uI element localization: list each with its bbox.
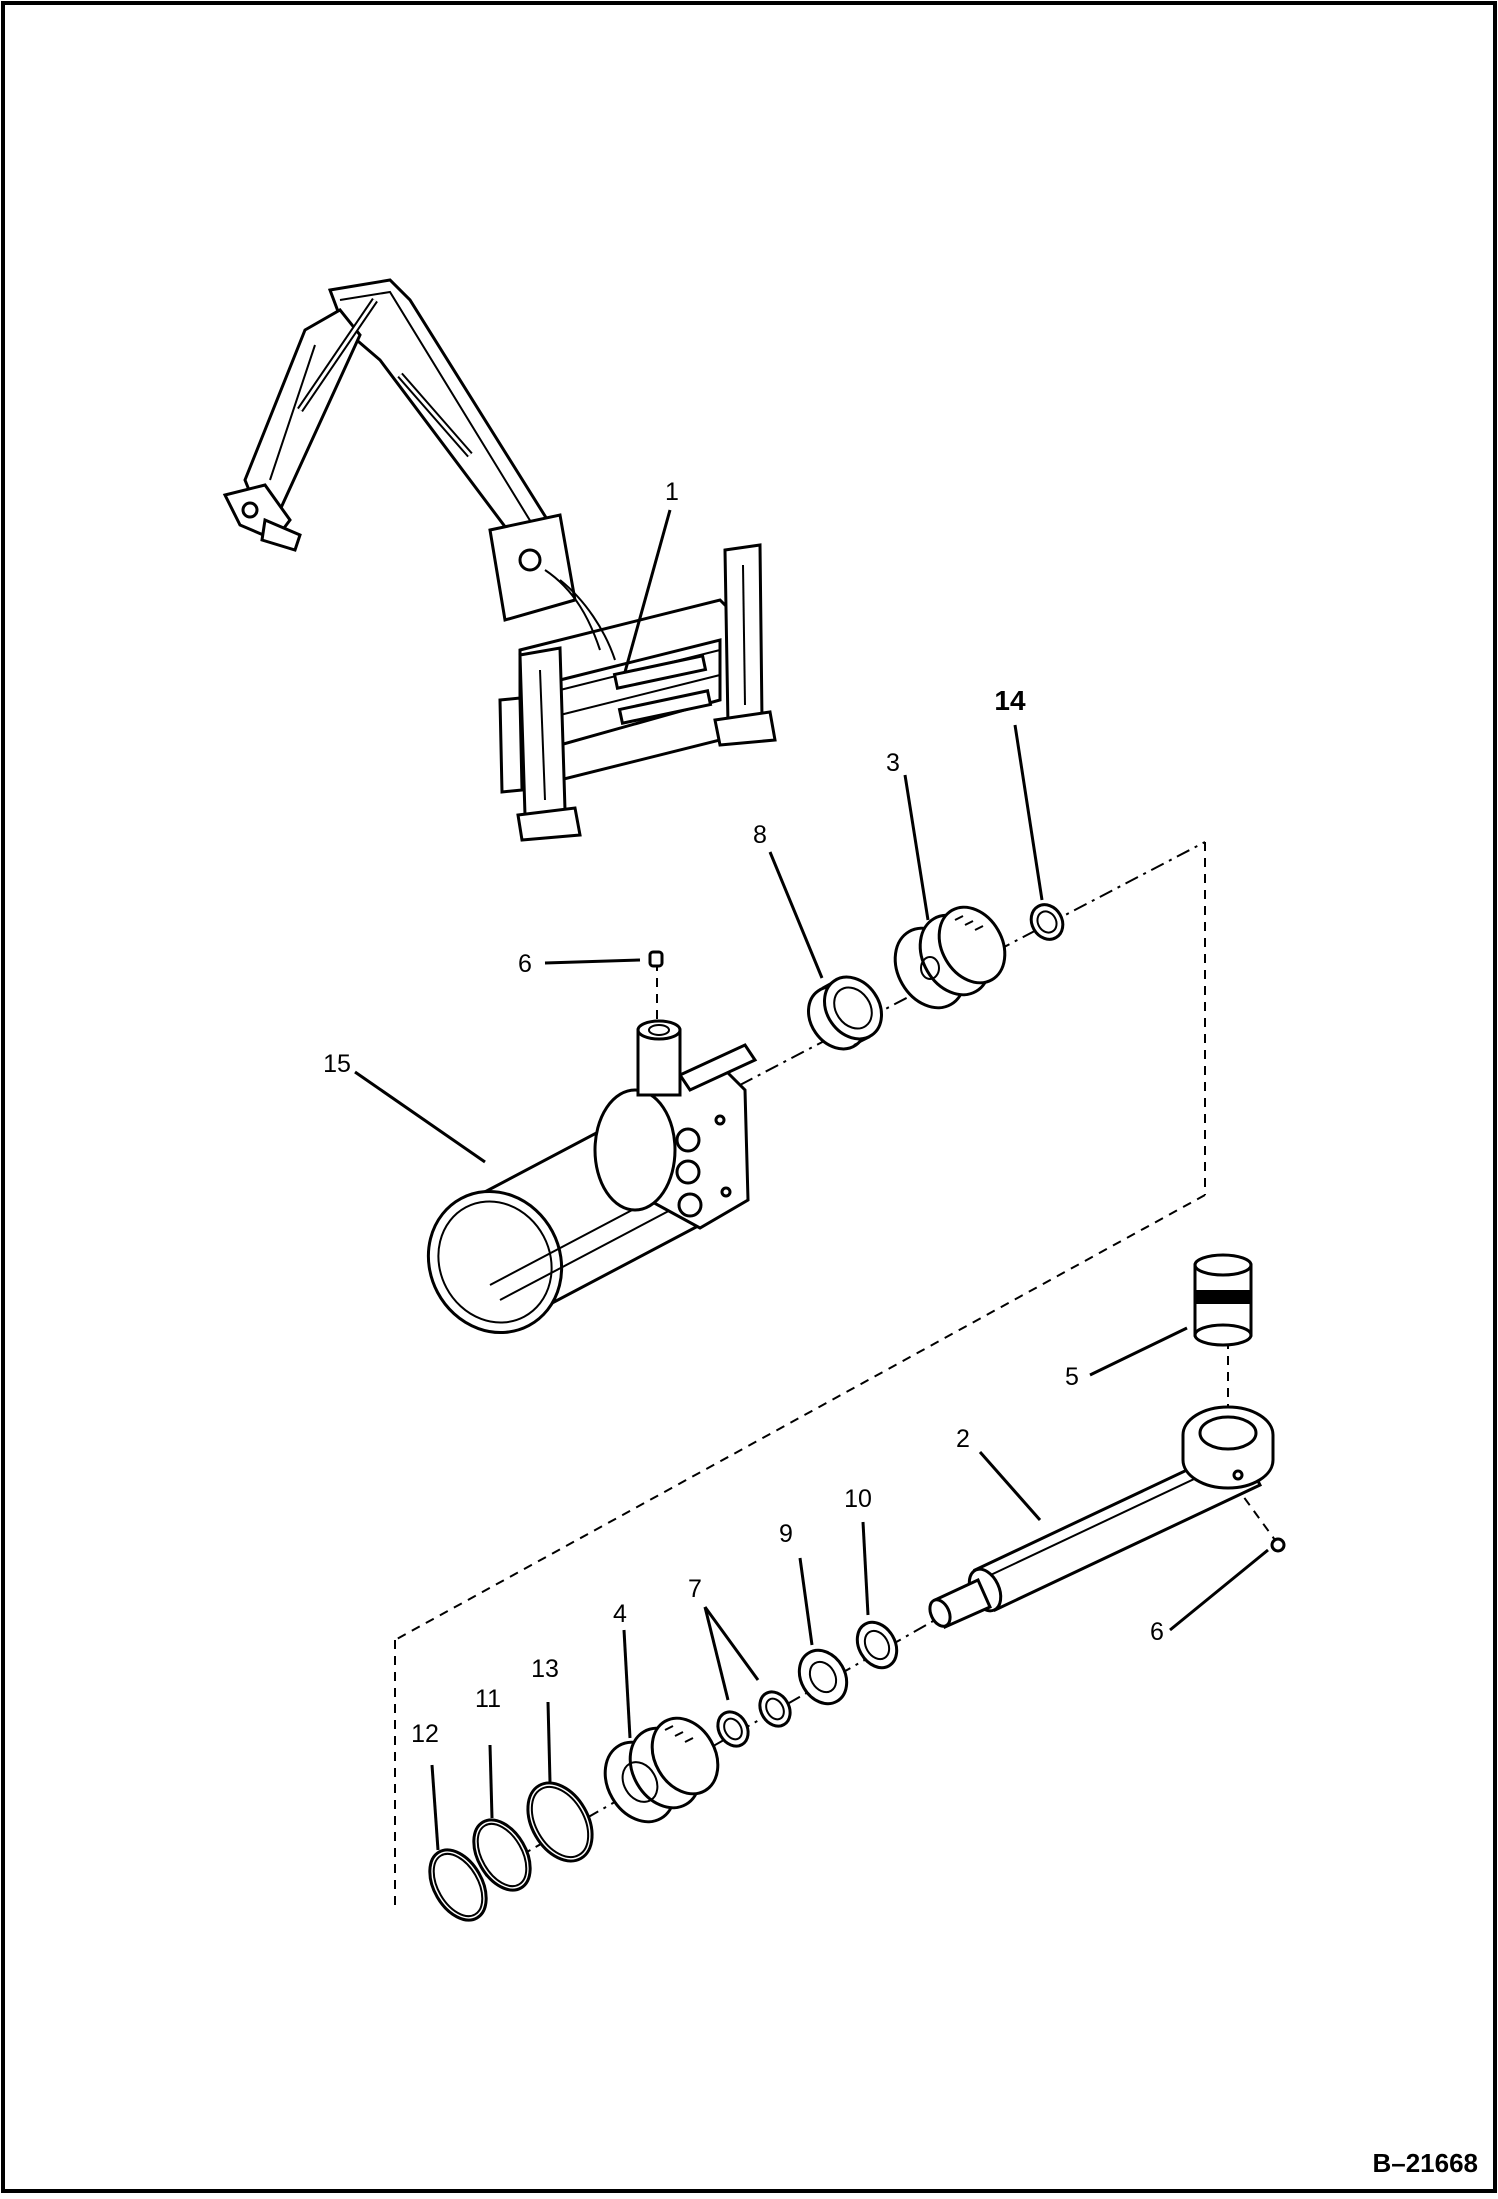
callout-11: 11 bbox=[475, 1685, 501, 1713]
callout-6-bottom: 6 bbox=[1150, 1618, 1164, 1646]
set-screw-bottom bbox=[1270, 1537, 1286, 1553]
pivot-bushing bbox=[1193, 1253, 1253, 1347]
cylinder-head bbox=[603, 1716, 720, 1824]
callout-15: 15 bbox=[323, 1050, 351, 1078]
wear-ring-14 bbox=[1029, 903, 1065, 941]
figure-reference-code: B–21668 bbox=[1372, 2148, 1478, 2178]
callout-5: 5 bbox=[1065, 1363, 1079, 1391]
cylinder-barrel bbox=[426, 1019, 758, 1335]
o-ring-12 bbox=[428, 1848, 488, 1922]
callout-10: 10 bbox=[844, 1485, 872, 1513]
piston-head bbox=[893, 905, 1007, 1010]
callout-1: 1 bbox=[665, 478, 679, 506]
wiper-seal-9 bbox=[797, 1648, 849, 1706]
callout-7: 7 bbox=[688, 1575, 702, 1603]
callout-12: 12 bbox=[411, 1720, 439, 1748]
callout-13: 13 bbox=[531, 1655, 559, 1683]
gland-nut bbox=[807, 975, 883, 1051]
rod-seal-10 bbox=[855, 1620, 899, 1670]
o-ring-13 bbox=[526, 1781, 594, 1863]
backup-ring-11 bbox=[472, 1818, 532, 1892]
callout-14: 14 bbox=[994, 685, 1026, 716]
callout-leaders bbox=[354, 509, 1269, 1851]
snap-rings bbox=[716, 1690, 792, 1748]
callout-9: 9 bbox=[779, 1520, 793, 1548]
piston-rod bbox=[928, 1405, 1275, 1630]
callout-4: 4 bbox=[613, 1600, 627, 1628]
backhoe-assembly bbox=[222, 278, 777, 842]
callout-6-top: 6 bbox=[518, 950, 532, 978]
callout-2: 2 bbox=[956, 1425, 970, 1453]
callout-labels: 1 2 3 4 5 6 6 7 8 9 10 11 12 13 14 15 bbox=[323, 478, 1164, 1748]
callout-3: 3 bbox=[886, 749, 900, 777]
set-screw-top bbox=[648, 950, 664, 968]
callout-8: 8 bbox=[753, 821, 767, 849]
